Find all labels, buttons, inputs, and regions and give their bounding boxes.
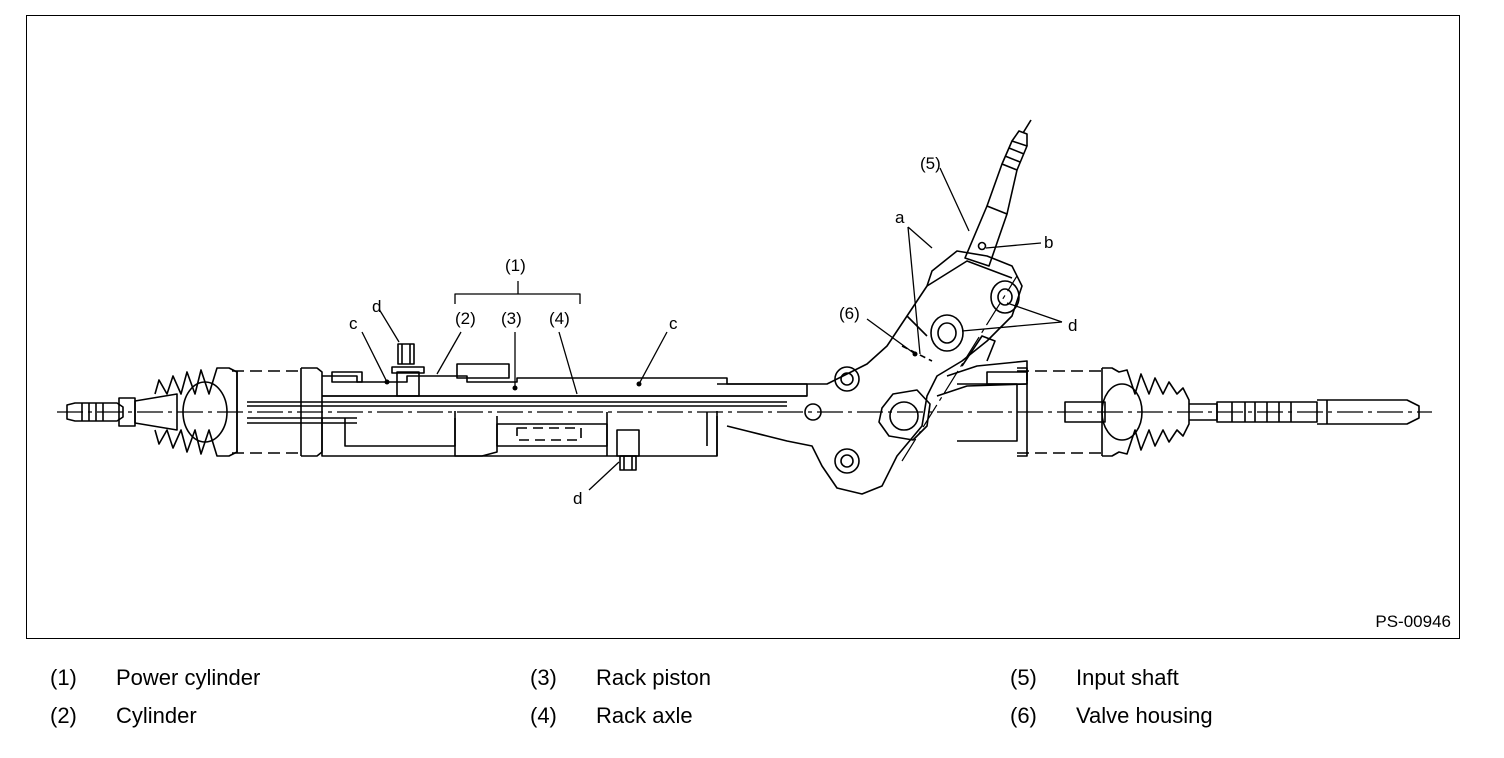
legend-label: Rack axle	[596, 703, 693, 728]
legend-label: Rack piston	[596, 665, 711, 690]
callout-b: b	[1044, 233, 1053, 252]
callout-5: (5)	[920, 154, 941, 173]
valve-housing-drawing	[717, 250, 1028, 495]
legend-number: (4)	[530, 703, 557, 728]
leader-dots	[384, 351, 918, 391]
legend-label: Valve housing	[1076, 703, 1213, 728]
legend-item: (6) Valve housing	[1010, 703, 1213, 729]
right-boot	[957, 367, 1218, 457]
legend-item: (2) Cylinder	[50, 703, 197, 729]
legend-label: Input shaft	[1076, 665, 1179, 690]
right-tie-rod	[1216, 399, 1420, 425]
legend-label: Cylinder	[116, 703, 197, 728]
input-shaft-drawing	[964, 119, 1032, 267]
legend-number: (3)	[530, 665, 557, 690]
legend-number: (2)	[50, 703, 77, 728]
callout-d-top: d	[372, 297, 381, 316]
callout-c-right: c	[669, 314, 678, 333]
callout-2: (2)	[455, 309, 476, 328]
left-boot	[154, 367, 323, 457]
cylinder-housing	[247, 363, 808, 457]
legend-number: (1)	[50, 665, 77, 690]
steering-gearbox-drawing: (1) (2) (3) (4) (5) (6) a b c c d d d	[57, 119, 1432, 508]
legend-item: (4) Rack axle	[530, 703, 693, 729]
callout-4: (4)	[549, 309, 570, 328]
legend-item: (3) Rack piston	[530, 665, 711, 691]
lower-fitting	[616, 429, 640, 471]
callout-a: a	[895, 208, 905, 227]
power-cylinder-bracket	[454, 293, 581, 304]
callout-6: (6)	[839, 304, 860, 323]
callout-c-left: c	[349, 314, 358, 333]
upper-fitting	[397, 343, 415, 365]
callout-d-right: d	[1068, 316, 1077, 335]
legend-number: (5)	[1010, 665, 1037, 690]
callout-3: (3)	[501, 309, 522, 328]
legend-item: (1) Power cylinder	[50, 665, 260, 691]
left-tie-rod	[66, 393, 178, 431]
callout-d-bottom: d	[573, 489, 582, 508]
leader-lines	[361, 167, 1063, 491]
legend-label: Power cylinder	[116, 665, 261, 690]
legend-item: (5) Input shaft	[1010, 665, 1179, 691]
diagram-frame: (1) (2) (3) (4) (5) (6) a b c c d d d PS…	[26, 15, 1460, 639]
legend-number: (6)	[1010, 703, 1037, 728]
callout-1: (1)	[505, 256, 526, 275]
figure-id: PS-00946	[1375, 612, 1451, 631]
